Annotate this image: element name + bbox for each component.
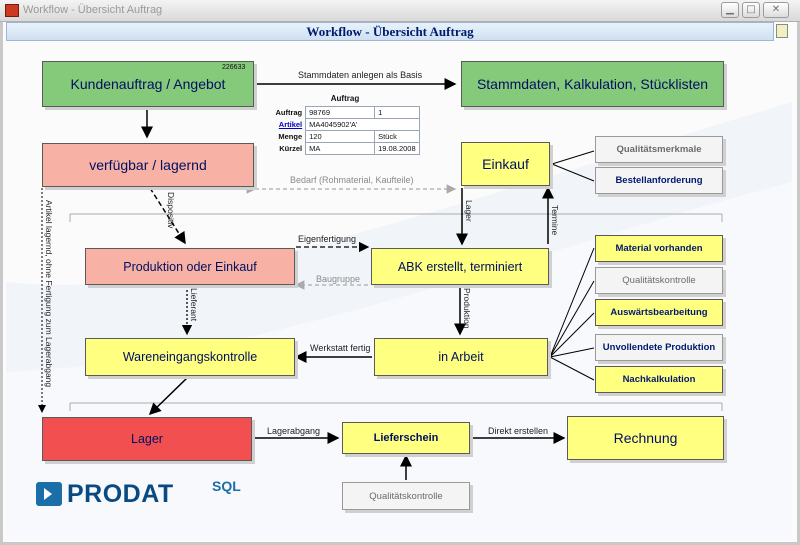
wareneingang-label: Wareneingangskontrolle: [122, 350, 258, 364]
app-icon: [5, 4, 19, 17]
verfuegbar-box[interactable]: verfügbar / lagernd: [42, 143, 254, 187]
auswaertsbearbeitung-button[interactable]: Auswärtsbearbeitung: [595, 299, 723, 326]
dispositiv-vertical-label: Dispositiv: [166, 192, 176, 229]
lieferschein-box[interactable]: Lieferschein: [342, 422, 470, 454]
abk-label: ABK erstellt, terminiert: [397, 259, 523, 274]
stammdaten-box[interactable]: Stammdaten, Kalkulation, Stücklisten: [461, 61, 724, 107]
stammdaten-label: Stammdaten, Kalkulation, Stücklisten: [476, 76, 709, 92]
nachkalkulation-label: Nachkalkulation: [622, 374, 696, 385]
direkt-erstellen-label: Direkt erstellen: [488, 426, 549, 436]
bestellanforderung-button[interactable]: Bestellanforderung: [595, 167, 723, 194]
material-vorhanden-button[interactable]: Material vorhanden: [595, 235, 723, 262]
bedarf-label: Bedarf (Rohmaterial, Kaufteile): [290, 175, 414, 185]
kundenauftrag-label: Kundenauftrag / Angebot: [70, 76, 226, 92]
verfuegbar-label: verfügbar / lagernd: [89, 157, 207, 173]
order-value: MA: [305, 142, 376, 155]
qualitaetsmerkmale-button[interactable]: Qualitätsmerkmale: [595, 136, 723, 163]
note-icon[interactable]: [776, 24, 788, 38]
baugruppe-label: Baugruppe: [316, 274, 361, 284]
eigenfertigung-label: Eigenfertigung: [298, 234, 357, 244]
termine-vertical-label: Termine: [550, 205, 560, 236]
order-value: 1: [374, 106, 420, 119]
einkauf-box[interactable]: Einkauf: [461, 142, 550, 186]
qualitaetskontrolle-label: Qualitätskontrolle: [622, 275, 696, 286]
abk-box[interactable]: ABK erstellt, terminiert: [371, 248, 549, 285]
unvollendete-produktion-button[interactable]: Unvollendete Produktion: [595, 334, 723, 361]
close-icon[interactable]: ✕: [763, 2, 789, 18]
order-key: Kürzel: [279, 144, 303, 153]
minimize-icon[interactable]: ▁: [721, 2, 739, 18]
wareneingang-box[interactable]: Wareneingangskontrolle: [85, 338, 295, 376]
auftrag-number: 226633: [222, 64, 246, 71]
prodat-logo-icon: [36, 482, 62, 506]
prodat-logo-sql: SQL: [212, 478, 241, 494]
produktion-einkauf-label: Produktion oder Einkauf: [123, 259, 257, 274]
order-key: Auftrag: [275, 108, 303, 117]
unvollendete-produktion-label: Unvollendete Produktion: [602, 342, 716, 353]
page-title: Workflow - Übersicht Auftrag: [306, 24, 474, 39]
qualitaetskontrolle-bottom-label: Qualitätskontrolle: [369, 490, 443, 502]
auswaertsbearbeitung-label: Auswärtsbearbeitung: [610, 307, 708, 318]
bestellanforderung-label: Bestellanforderung: [615, 175, 703, 186]
artikel-link[interactable]: Artikel: [278, 120, 303, 129]
in-arbeit-box[interactable]: in Arbeit: [374, 338, 548, 376]
produktion-vertical-label: Produktion: [462, 288, 472, 329]
rechnung-box[interactable]: Rechnung: [567, 416, 724, 460]
werkstatt-fertig-label: Werkstatt fertig: [310, 343, 371, 353]
lager-box[interactable]: Lager: [42, 417, 252, 461]
order-value: MA4045902'A': [305, 118, 420, 131]
lager-label: Lager: [131, 432, 163, 446]
stammdaten-basis-label: Stammdaten anlegen als Basis: [298, 70, 423, 80]
kundenauftrag-box[interactable]: Kundenauftrag / Angebot: [42, 61, 254, 107]
material-vorhanden-label: Material vorhanden: [615, 243, 703, 254]
maximize-icon[interactable]: □: [742, 2, 760, 18]
nachkalkulation-button[interactable]: Nachkalkulation: [595, 366, 723, 393]
lager-vertical-label: Lager: [464, 200, 474, 222]
rechnung-label: Rechnung: [613, 430, 678, 446]
order-value: 98769: [305, 106, 376, 119]
order-key: Menge: [278, 132, 303, 141]
lieferschein-label: Lieferschein: [373, 432, 439, 444]
window-title: Workflow - Übersicht Auftrag: [23, 4, 163, 16]
artikel-lagernd-vertical-label: Artikel lagernd, ohne Fertigung zum Lage…: [44, 200, 54, 388]
in-arbeit-label: in Arbeit: [438, 350, 484, 364]
lagerabgang-label: Lagerabgang: [267, 426, 321, 436]
prodat-logo: PRODAT SQL: [36, 478, 256, 514]
prodat-logo-text: PRODAT: [67, 480, 174, 508]
qualitaetsmerkmale-label: Qualitätsmerkmale: [616, 144, 702, 155]
window-titlebar: Workflow - Übersicht Auftrag ▁ □ ✕: [0, 0, 800, 22]
order-value: 120: [305, 130, 376, 143]
produktion-einkauf-box[interactable]: Produktion oder Einkauf: [85, 248, 295, 285]
page-header: Workflow - Übersicht Auftrag: [6, 22, 774, 41]
order-title: Auftrag: [330, 94, 360, 103]
qualitaetskontrolle-bottom-box[interactable]: Qualitätskontrolle: [342, 482, 470, 510]
order-value: Stück: [374, 130, 420, 143]
einkauf-label: Einkauf: [482, 156, 529, 172]
qualitaetskontrolle-button[interactable]: Qualitätskontrolle: [595, 267, 723, 294]
order-value: 19.08.2008: [374, 142, 420, 155]
lieferant-vertical-label: Lieferant: [189, 288, 199, 322]
